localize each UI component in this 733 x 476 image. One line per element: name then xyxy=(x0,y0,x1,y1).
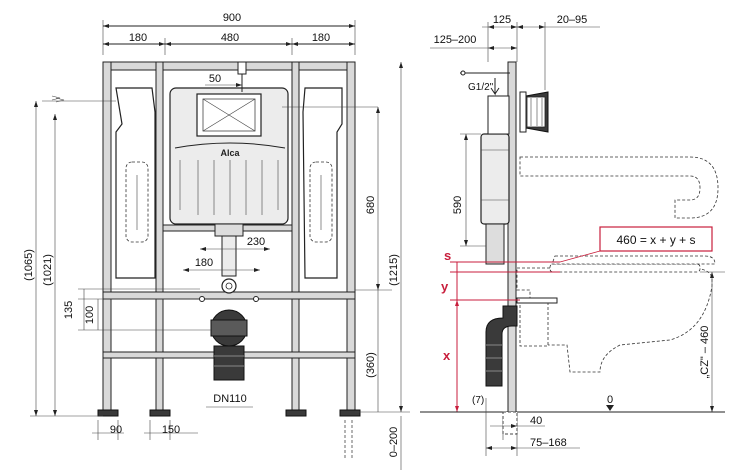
foot-left-inner xyxy=(149,409,171,417)
dim-1215: (1215) xyxy=(388,254,400,286)
dim-680: 680 xyxy=(365,196,377,214)
dim-center-width: 480 xyxy=(221,32,239,44)
foot-dimensions: 90 150 xyxy=(92,420,198,440)
side-frame: G1/2" xyxy=(460,61,549,413)
dim-side-125-200: 125–200 xyxy=(434,34,477,46)
dim-7: (7) xyxy=(472,395,484,406)
dim-foot-90: 90 xyxy=(110,424,122,436)
foot-right-inner xyxy=(285,409,307,417)
left-vertical-dimensions: (1065) (1021) 135 100 xyxy=(23,101,211,417)
brand-label: Alca xyxy=(220,148,240,158)
water-inlet: 50 xyxy=(42,61,378,108)
dim-left-width: 180 xyxy=(129,32,147,44)
side-cistern xyxy=(480,133,510,225)
formula-box: 460 = x + y + s xyxy=(599,226,713,252)
formula-value: 460 = x + y + s xyxy=(616,233,695,247)
thread-label: G1/2" xyxy=(468,82,494,93)
dim-right-width: 180 xyxy=(312,32,330,44)
floor-line: 0 xyxy=(420,394,725,413)
side-top-dimensions: 125 20–95 125–200 xyxy=(430,14,600,90)
foot-left-outer xyxy=(97,409,119,417)
dim-135: 135 xyxy=(63,301,75,319)
dim-1065: (1065) xyxy=(23,249,35,281)
side-bottom-dimensions: (7) 40 75–168 xyxy=(472,395,580,456)
dim-75-168: 75–168 xyxy=(530,437,567,449)
top-dimensions: 900 180 480 180 xyxy=(102,12,356,55)
side-view: 125 20–95 125–200 G1/2" xyxy=(420,14,725,456)
height-breakdown: s y x xyxy=(441,248,601,412)
wc-bowl-outline xyxy=(516,255,716,373)
dim-foot-150: 150 xyxy=(162,424,180,436)
dim-230: 230 xyxy=(247,236,265,248)
letter-x: x xyxy=(443,348,451,363)
dim-0-200: 0–200 xyxy=(388,427,400,458)
foot-right-outer xyxy=(339,409,361,417)
flush-plate-opening xyxy=(196,93,262,137)
dim-side-20-95: 20–95 xyxy=(557,14,588,26)
dim-inlet-offset: 50 xyxy=(209,73,221,85)
dim-180-bottom: 180 xyxy=(195,257,213,269)
right-vertical-dimensions: 680 (1215) (360) 0–200 xyxy=(344,62,410,470)
letter-s: s xyxy=(444,248,451,263)
dim-360: (360) xyxy=(365,352,377,378)
cistern: Alca xyxy=(169,87,289,237)
dim-cz: „CZ" – 460 xyxy=(699,326,711,379)
side-drain xyxy=(485,297,558,387)
cz-dimension: „CZ" – 460 xyxy=(699,271,725,412)
drain-diameter-label: DN110 xyxy=(213,393,246,405)
dim-side-125: 125 xyxy=(493,14,511,26)
dim-total-width: 900 xyxy=(223,12,241,24)
dim-590: 590 xyxy=(452,196,464,214)
dim-40: 40 xyxy=(530,415,542,427)
inner-dimensions: 230 180 xyxy=(183,236,270,272)
floor-zero-label: 0 xyxy=(607,394,613,406)
drain-assembly: DN110 xyxy=(199,235,259,408)
dim-590-group: 590 xyxy=(452,133,486,247)
front-view: 900 180 480 180 xyxy=(23,12,410,470)
formula-text: 460 = x + y + s xyxy=(616,233,695,247)
letter-y: y xyxy=(441,279,449,294)
side-panels xyxy=(115,87,343,279)
dim-1021: (1021) xyxy=(42,254,54,286)
grab-bar-outline xyxy=(519,156,719,219)
dim-100: 100 xyxy=(84,306,96,324)
